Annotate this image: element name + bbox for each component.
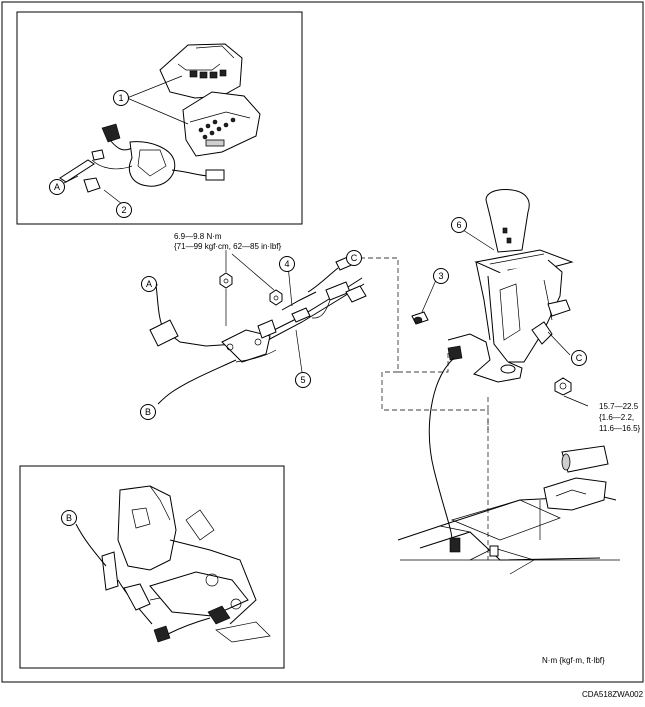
callout-part-3: 3 [433,268,449,284]
torque-lower-line2: {1.6—2.2, [599,413,635,422]
callout-part-1: 1 [113,90,129,106]
key-interlock-assembly [59,123,225,193]
callout-ref-b-inset: B [61,510,77,526]
torque-lower-line3: 11.6—16.5} [599,424,641,433]
callout-ref-a-top: A [49,179,65,195]
callout-part-5: 5 [295,372,311,388]
bolt [411,311,429,325]
units-note: N·m {kgf·m, ft·lbf} [542,656,605,665]
callout-part-4: 4 [279,256,295,272]
cable-nut-right [269,289,283,306]
torque-lower-line1: 15.7—22.5 [599,402,639,411]
mounting-nut [554,377,572,396]
callout-ref-a-mid: A [141,276,157,292]
figure-code: CDA518ZWA002 [582,690,644,699]
transaxle-linkage [75,485,271,643]
torque-upper-line1: 6.9—9.8 N·m [174,232,222,241]
callout-ref-c-right: C [571,350,587,366]
selector-lever-assembly [447,189,574,383]
torque-upper-line2: {71—99 kgf·cm, 62—85 in·lbf} [174,242,282,251]
callout-ref-b-mid: B [140,404,156,420]
column-cover-lower [182,91,261,157]
floor-pan [397,445,620,575]
figure-frame [1,1,644,683]
callout-part-6: 6 [451,217,467,233]
shift-cable-assembly [149,255,367,405]
cable-nut-left [219,272,233,289]
inset-bottom-box [19,465,285,669]
callout-part-2: 2 [116,202,132,218]
column-cover-upper [159,43,243,99]
callout-ref-c-top: C [346,250,362,266]
inset-top-box [16,11,303,225]
